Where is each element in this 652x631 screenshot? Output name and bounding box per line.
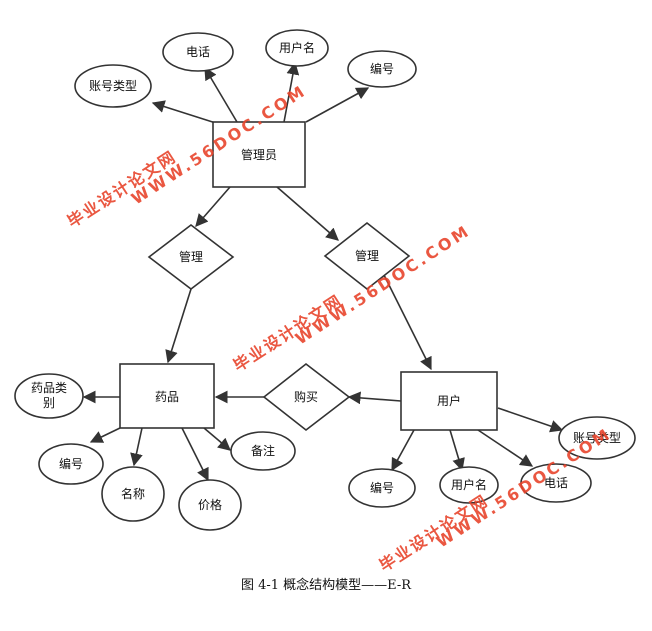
relationship-manage-drug: 管理 [147,223,235,291]
relationship-manage-user-label: 管理 [355,248,379,263]
attr-drug-category-label-1: 药品类 [31,381,67,395]
entity-user-label: 用户 [437,393,461,408]
attr-user-account-type: 账号类型 [558,416,636,460]
entity-drug: 药品 [119,363,215,429]
attr-user-phone-label: 电话 [544,476,568,490]
attr-drug-note-label: 备注 [251,443,275,458]
edge-admin-account-type [151,100,223,126]
entity-admin: 管理员 [212,121,306,188]
attr-user-id-label: 编号 [370,480,394,495]
watermark-slogan-2: 毕业设计论文网 [230,291,346,376]
attr-admin-username-label: 用户名 [279,40,315,55]
edge-user-account-type [497,407,564,433]
connectors [82,61,564,482]
edge-admin-id [305,87,370,123]
relationship-manage-drug-label: 管理 [179,249,203,264]
entity-drug-label: 药品 [155,390,179,404]
attr-drug-price-label: 价格 [198,497,222,512]
attributes: 账号类型 电话 用户名 编号 药品类 别 编号 名称 价格 [14,29,636,531]
edge-drug-name [130,427,143,467]
attr-user-id: 编号 [348,468,416,508]
relationship-purchase: 购买 [262,362,351,432]
attr-drug-note: 备注 [230,431,296,471]
attr-drug-category-label-2: 别 [43,396,55,410]
attr-admin-id-label: 编号 [370,61,394,76]
edge-user-purchase [347,391,402,405]
edge-admin-manage1 [195,186,231,227]
attr-drug-name: 名称 [101,466,165,522]
edge-drug-price [181,427,209,482]
attr-user-account-type-label: 账号类型 [573,431,621,445]
figure-caption: 图 4-1 概念结构模型——E-R [240,578,412,593]
attr-admin-account-type-label: 账号类型 [89,79,137,93]
entity-admin-label: 管理员 [241,147,277,162]
attr-admin-account-type: 账号类型 [74,64,152,108]
attr-admin-username: 用户名 [265,29,329,67]
attr-user-username-label: 用户名 [451,477,487,492]
relationship-manage-user: 管理 [323,221,411,291]
attr-drug-category: 药品类 别 [14,373,84,419]
edge-manage1-drug [165,288,192,364]
edge-admin-username [283,61,300,123]
attr-drug-id: 编号 [38,443,104,485]
edge-admin-manage2 [276,186,339,241]
attr-drug-name-label: 名称 [121,486,145,501]
attr-admin-phone: 电话 [162,32,234,72]
edge-drug-id [89,427,121,443]
edge-user-phone [477,429,534,467]
attr-drug-id-label: 编号 [59,456,83,471]
attr-user-username: 用户名 [439,466,499,504]
attr-admin-id: 编号 [347,50,417,88]
edge-admin-phone [204,66,238,123]
edge-user-id [391,429,415,472]
edge-user-username [449,429,465,472]
entity-user: 用户 [400,371,498,431]
attr-user-phone: 电话 [520,463,592,503]
relationship-purchase-label: 购买 [294,389,318,404]
attr-admin-phone-label: 电话 [186,45,210,59]
edge-manage2-user [381,270,432,371]
attr-drug-price: 价格 [178,479,242,531]
edge-drug-note [203,427,231,451]
